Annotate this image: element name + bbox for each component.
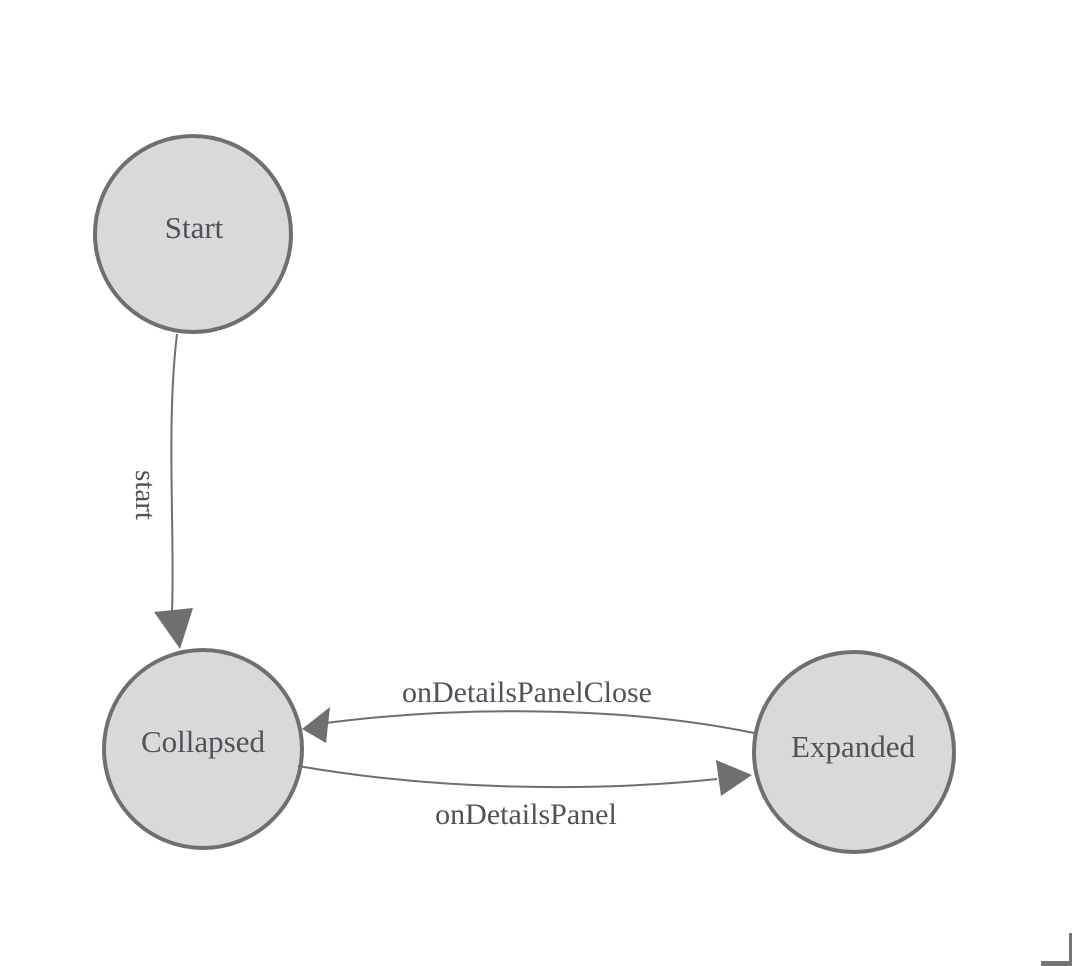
corner-mark-vertical (1069, 933, 1072, 966)
edge-collapsed-to-expanded: onDetailsPanel (297, 760, 752, 831)
node-start-circle (93, 134, 293, 334)
node-start-label: Start (165, 210, 224, 245)
corner-mark-horizontal (1041, 961, 1072, 966)
edge-close-label: onDetailsPanelClose (402, 676, 652, 709)
node-collapsed-circle (102, 648, 304, 850)
edge-start-to-collapsed: start (129, 333, 193, 649)
edge-start-to-collapsed-path (170, 333, 178, 612)
node-expanded-label: Expanded (791, 729, 915, 764)
arrowhead-right-icon (716, 760, 752, 796)
node-collapsed: Collapsed (102, 648, 304, 850)
node-expanded-circle (752, 650, 956, 854)
node-collapsed-label: Collapsed (141, 724, 265, 759)
scroll-corner-mark (1041, 933, 1072, 966)
node-start: Start (93, 134, 293, 334)
edge-expanded-to-collapsed: onDetailsPanelClose (302, 676, 755, 743)
arrowhead-down-icon (154, 608, 193, 649)
edge-open-label: onDetailsPanel (435, 798, 617, 831)
edge-expanded-to-collapsed-path (311, 710, 755, 734)
arrowhead-left-icon (302, 707, 330, 743)
edge-collapsed-to-expanded-path (297, 765, 718, 789)
node-expanded: Expanded (752, 650, 956, 854)
edge-start-label: start (129, 470, 161, 520)
